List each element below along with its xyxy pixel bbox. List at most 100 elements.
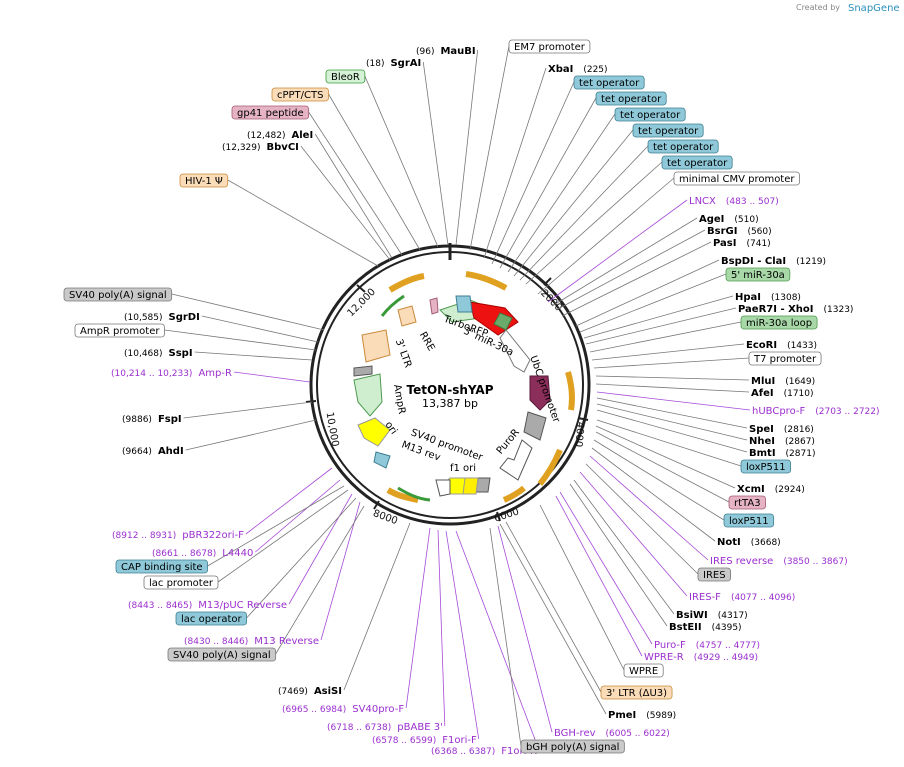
feature-name: pBABE 3' [397, 722, 443, 733]
feature-label-enzyme: HpaI(1308) [735, 292, 801, 303]
feature-box-label: loxP511 [746, 462, 786, 473]
leader-line [233, 371, 311, 383]
feature-name: SV40pro-F [352, 704, 404, 715]
m13-rev-block [435, 479, 451, 497]
feature-box [673, 171, 800, 186]
leader-line [217, 489, 349, 583]
feature-label-box: cPPT/CTS [271, 87, 329, 102]
feature-position: (4395) [712, 623, 742, 633]
feature-label-enzyme: PmeI(5989) [608, 710, 676, 721]
feature-box-label: tet operator [638, 126, 699, 137]
feature-label-box: T7 promoter [748, 351, 822, 366]
feature-box-label: cPPT/CTS [277, 90, 323, 101]
feature-name: IRES reverse [710, 556, 773, 567]
feature-position: (1219) [796, 257, 826, 267]
feature-box [63, 287, 173, 302]
feature-box [508, 39, 591, 54]
leader-line [255, 479, 341, 553]
leader-line [593, 357, 750, 369]
feature-box-label: gp41 peptide [237, 108, 304, 119]
feature-label-box: AmpR promoter [74, 323, 165, 338]
feature-box-label: tet operator [579, 78, 640, 89]
feature-box-label: IRES [703, 570, 726, 581]
feature-label-enzyme: PaeR7I - XhoI(1323) [738, 304, 853, 315]
feature-position: (3850 .. 3867) [783, 557, 847, 567]
feature-label-box: CAP binding site [115, 559, 208, 574]
feature-box [325, 69, 366, 84]
feature-box [740, 315, 818, 330]
feature-label-box: gp41 peptide [231, 105, 310, 120]
leader-line [596, 391, 751, 411]
feature-position: (8912 .. 8931) [112, 531, 176, 541]
feature-label-box: miR-30a loop [740, 315, 818, 330]
leader-line [207, 485, 345, 567]
leader-lines [164, 45, 751, 751]
feature-position: (2867) [785, 437, 815, 447]
feature-label-primer: Puro-F(4757 .. 4777) [654, 640, 760, 651]
feature-position: (2816) [784, 425, 814, 435]
feature-position: (7469) [278, 687, 308, 697]
feature-name: BbvCI [267, 142, 299, 153]
feature-position: (741) [746, 239, 770, 249]
leader-line [445, 530, 480, 740]
feature-position: (8443 .. 8465) [128, 601, 192, 611]
feature-label-box: loxP511 [740, 459, 792, 474]
feature-box-label: BleoR [331, 72, 360, 83]
feature-box [632, 123, 704, 138]
leader-line [489, 527, 522, 747]
rtta3-arrow [529, 375, 551, 411]
plasmid-name: TetON-shYAP [407, 383, 494, 397]
leader-line [596, 397, 748, 429]
feature-position: (2871) [786, 449, 816, 459]
leader-line [308, 111, 403, 256]
feature-name: BsiWI [676, 610, 708, 621]
leader-line [595, 375, 750, 381]
leader-line [579, 471, 688, 597]
leader-line [579, 273, 727, 333]
leader-line [422, 61, 449, 246]
leader-line [499, 97, 597, 269]
leader-line [201, 315, 319, 343]
feature-name: AgeI [699, 214, 724, 225]
feature-label-box: 5' miR-30a [725, 267, 791, 282]
feature-position: (18) [366, 59, 384, 69]
inner-label: 3' LTR [393, 338, 413, 370]
feature-label-box: tet operator [595, 91, 667, 106]
feature-label-primer: (8912 .. 8931)pBR322ori-F [112, 530, 244, 541]
leader-line [275, 505, 365, 655]
feature-box [520, 739, 625, 754]
feature-name: EcoRI [746, 340, 777, 351]
feature-name: NheI [749, 436, 775, 447]
feature-position: (1308) [771, 293, 801, 303]
feature-name: Puro-F [654, 640, 686, 651]
feature-position: (1323) [824, 305, 854, 315]
lac-operator-block [373, 451, 391, 469]
feature-label-primer: (10,214 .. 10,233)Amp-R [111, 368, 232, 379]
leader-line [171, 293, 325, 331]
leader-line [513, 129, 634, 277]
feature-label-primer: (6965 .. 6984)SV40pro-F [282, 704, 404, 715]
feature-box-label: T7 promoter [753, 354, 817, 365]
leader-line [593, 439, 725, 521]
leader-line [519, 145, 649, 281]
feature-label-enzyme: NotI(3668) [717, 537, 781, 548]
leader-line [596, 419, 742, 467]
feature-label-enzyme: (18)SgrAI [366, 58, 421, 69]
feature-label-box: WPRE [623, 663, 664, 678]
feature-position: (12,329) [222, 143, 261, 153]
feature-label-enzyme: BsrGI(560) [707, 226, 772, 237]
feature-position: (1433) [787, 341, 817, 351]
feature-position: (96) [416, 47, 434, 57]
feature-name: F1ori-R [501, 746, 537, 757]
feature-position: (12,482) [247, 131, 286, 141]
feature-label-box: HIV-1 Ψ [179, 173, 229, 188]
feature-box [231, 105, 310, 120]
leader-line [595, 431, 730, 503]
feature-position: (10,585) [124, 313, 163, 323]
feature-position: (8430 .. 8446) [184, 637, 248, 647]
feature-box-label: tet operator [620, 110, 681, 121]
feature-label-box: loxP511 [723, 513, 775, 528]
leader-line [551, 217, 698, 307]
